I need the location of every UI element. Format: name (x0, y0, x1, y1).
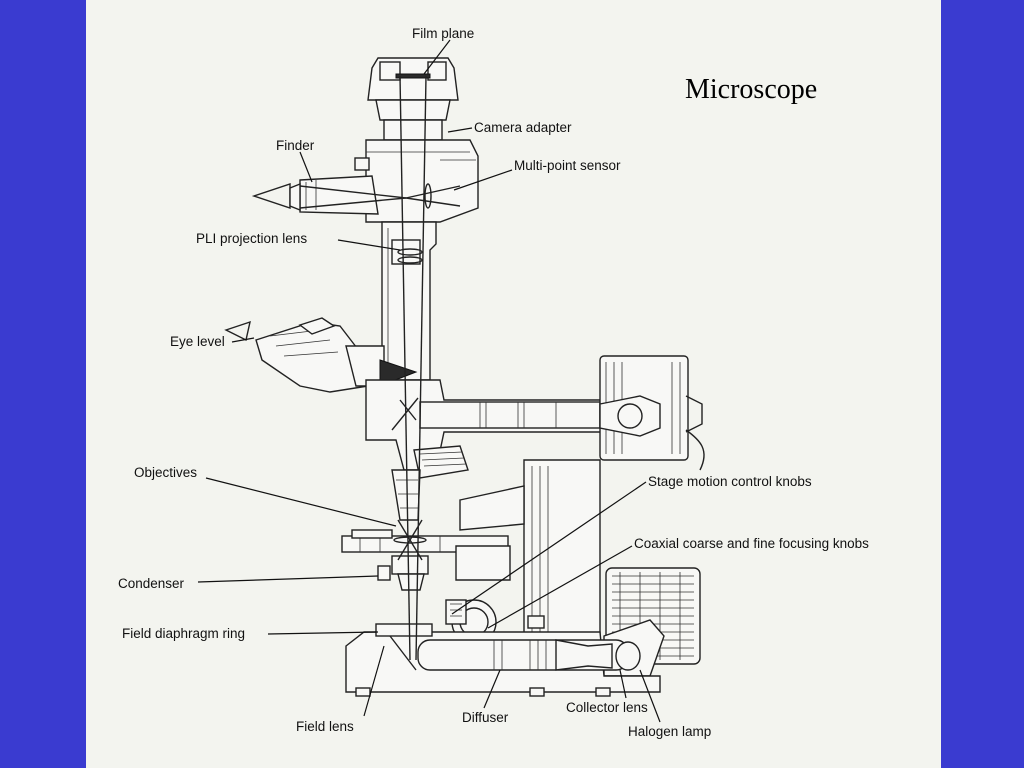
leader-pli-projection-lens (337, 239, 401, 251)
optical-ray-paths (299, 75, 461, 661)
leader-diffuser (483, 669, 501, 709)
camera-adapter-housing (354, 139, 479, 223)
leader-camera-adapter (447, 127, 473, 133)
label-multi-point-sensor: Multi-point sensor (514, 158, 621, 173)
label-diffuser: Diffuser (462, 710, 509, 725)
label-camera-adapter: Camera adapter (474, 120, 572, 135)
vertical-tube (381, 221, 437, 381)
leader-multi-point-sensor (453, 169, 513, 191)
condenser-unit (377, 555, 429, 591)
label-objectives: Objectives (134, 465, 197, 480)
slide-title: Microscope (685, 74, 817, 105)
leader-field-lens (363, 645, 385, 717)
callout-labels: Film plane Camera adapter Finder Multi-p… (118, 26, 869, 739)
reflected-lamp-housing (599, 355, 705, 471)
label-condenser: Condenser (118, 576, 185, 591)
leader-objectives (205, 477, 397, 527)
label-field-diaphragm-ring: Field diaphragm ring (122, 626, 245, 641)
finder-tube (251, 175, 379, 215)
leader-eye-level (231, 337, 255, 343)
leader-coaxial-knobs (487, 545, 633, 629)
leader-film-plane (423, 39, 451, 75)
leader-field-diaphragm (267, 631, 379, 635)
label-coaxial-focusing-knobs: Coaxial coarse and fine focusing knobs (634, 536, 869, 551)
nosepiece-objectives (391, 445, 469, 521)
rear-frame (459, 459, 601, 645)
leader-collector-lens (619, 669, 627, 699)
microscope-drawing (224, 57, 705, 697)
leader-halogen-lamp (639, 669, 661, 723)
label-halogen-lamp: Halogen lamp (628, 724, 711, 739)
leader-finder (299, 151, 313, 183)
leader-stage-knobs (451, 481, 647, 615)
label-collector-lens: Collector lens (566, 700, 648, 715)
main-body (365, 379, 603, 471)
film-plane-mark (395, 73, 431, 79)
label-film-plane: Film plane (412, 26, 474, 41)
label-eye-level: Eye level (170, 334, 225, 349)
label-field-lens: Field lens (296, 719, 354, 734)
microscope-base (345, 615, 661, 697)
leader-lines (197, 39, 661, 723)
leader-condenser (197, 575, 379, 583)
stage (341, 529, 511, 581)
label-stage-motion-control-knobs: Stage motion control knobs (648, 474, 812, 489)
eyepiece-head (224, 317, 418, 393)
camera-body (367, 57, 459, 141)
label-finder: Finder (276, 138, 315, 153)
label-pli-projection-lens: PLI projection lens (196, 231, 307, 246)
